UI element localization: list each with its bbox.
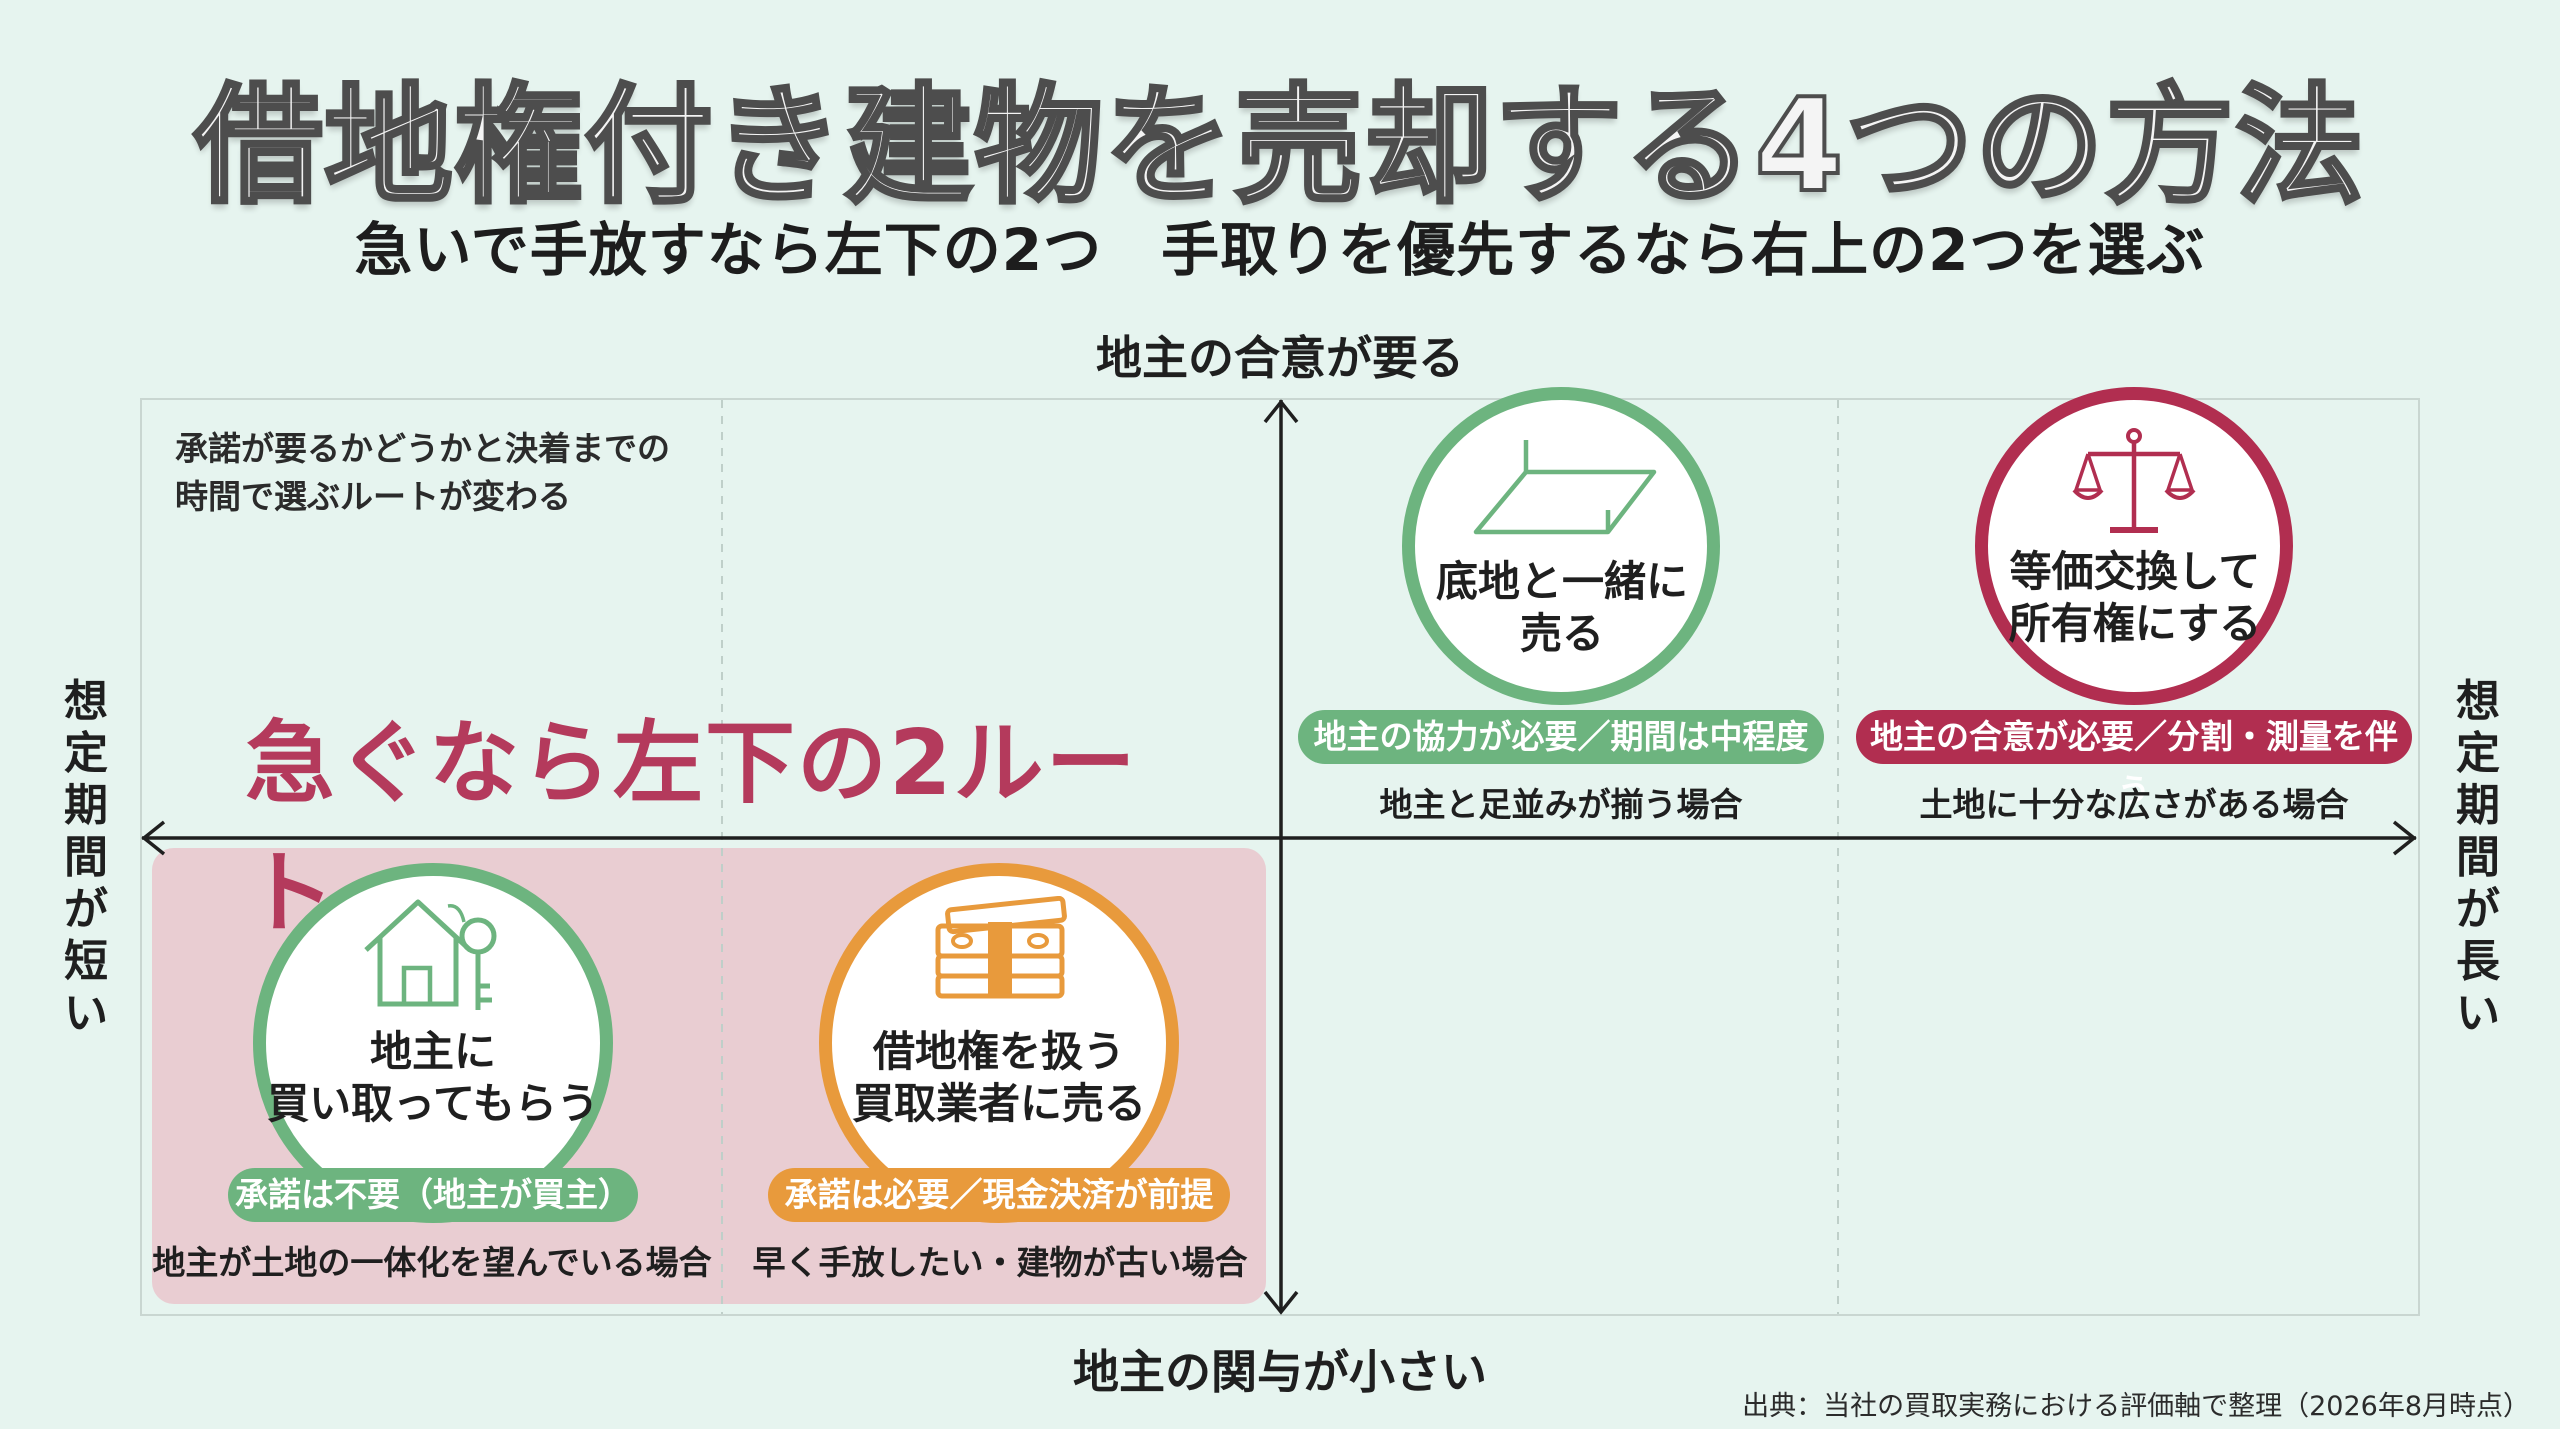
note-text: 承諾が要るかどうかと決着までの 時間で選ぶルートが変わる <box>175 425 735 521</box>
route-title-line: 買取業者に売る <box>851 1079 1146 1128</box>
route-pill-land-together: 地主の協力が必要／期間は中程度 <box>1298 710 1824 764</box>
house-key-icon <box>364 899 497 1010</box>
quadrant-frame <box>140 398 2420 1316</box>
route-case-land-together: 地主と足並みが揃う場合 <box>1379 785 1743 824</box>
route-title-line: 借地権を扱う <box>872 1027 1125 1076</box>
note-line-2: 時間で選ぶルートが変わる <box>175 477 571 516</box>
route-title-line: 底地と一緒に <box>1435 557 1688 606</box>
route-title-buyer: 借地権を扱う 買取業者に売る <box>814 1026 1184 1130</box>
page-subtitle: 急いで手放すなら左下の2つ 手取りを優先するなら右上の2つを選ぶ <box>354 216 2206 284</box>
note-line-1: 承諾が要るかどうかと決着までの <box>175 429 670 468</box>
land-parcel-icon <box>1473 440 1657 535</box>
axis-label-left: 想定期間が短い <box>64 676 108 1039</box>
route-title-land-together: 底地と一緒に 売る <box>1412 556 1712 660</box>
route-title-line: 所有権にする <box>2008 599 2262 648</box>
route-title-line: 等価交換して <box>2009 547 2261 596</box>
route-title-exchange: 等価交換して 所有権にする <box>1985 546 2285 650</box>
route-title-line: 買い取ってもらう <box>267 1079 599 1128</box>
route-pill-landlord-buy: 承諾は不要（地主が買主） <box>228 1168 638 1222</box>
source-note: 出典：当社の買取実務における評価軸で整理（2026年8月時点） <box>1742 1391 2530 1422</box>
arrow-left-icon <box>141 820 166 856</box>
axis-label-top: 地主の合意が要る <box>1096 331 1464 385</box>
route-case-exchange: 土地に十分な広さがある場合 <box>1919 785 2349 824</box>
cash-stack-icon <box>935 896 1067 999</box>
route-title-landlord-buy: 地主に 買い取ってもらう <box>248 1026 618 1130</box>
route-case-landlord-buy: 地主が土地の一体化を望んでいる場合 <box>152 1243 712 1282</box>
page-title: 借地権付き建物を売却する4つの方法 <box>192 70 2366 223</box>
route-title-line: 地主に <box>369 1027 496 1076</box>
axis-label-right: 想定期間が長い <box>2456 676 2500 1039</box>
route-title-line: 売る <box>1519 609 1604 658</box>
route-pill-exchange: 地主の合意が必要／分割・測量を伴う <box>1856 710 2412 810</box>
arrow-up-icon <box>1263 399 1299 424</box>
arrow-right-icon <box>2392 820 2417 856</box>
axis-label-bottom: 地主の関与が小さい <box>1073 1345 1487 1399</box>
route-case-buyer: 早く手放したい・建物が古い場合 <box>752 1243 1248 1282</box>
balance-scale-icon <box>2072 428 2196 533</box>
route-pill-buyer: 承諾は必要／現金決済が前提 <box>768 1168 1230 1222</box>
arrow-down-icon <box>1263 1290 1299 1315</box>
